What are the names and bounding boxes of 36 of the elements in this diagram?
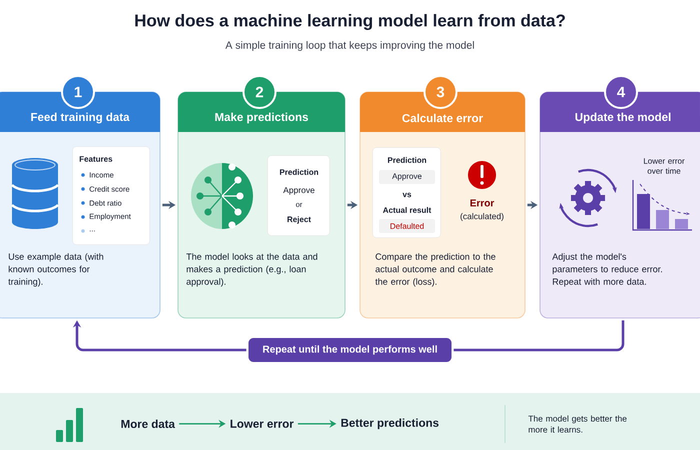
step-title: Calculate error [402, 114, 483, 122]
step-title: Make predictions [215, 112, 308, 124]
band-note: The model gets better the more it learns. [528, 415, 627, 433]
title: How does a machine learning model learn from data? [135, 14, 565, 30]
prediction-text: Prediction [280, 169, 318, 175]
step-title: Feed training data [31, 112, 130, 124]
flow-step: More data [121, 420, 176, 428]
error-label: Error [470, 200, 494, 206]
result-cell: Approve [379, 170, 435, 184]
step-number: 1 [61, 75, 95, 109]
prediction-text: Reject [288, 216, 311, 224]
step-number: 2 [242, 75, 276, 109]
flow-step: Better predictions [341, 418, 439, 430]
feature-box [72, 146, 150, 245]
step-description: The model looks at the data and makes a prediction (e.g., loan approval). [186, 253, 318, 287]
step-card [540, 75, 700, 318]
result-cell: Defaulted [379, 219, 435, 233]
feature-heading: Features [80, 156, 112, 162]
subtitle: A simple training loop that keeps improving the model [225, 41, 474, 51]
step-number: 3 [424, 75, 458, 109]
step-number: 4 [604, 75, 638, 109]
chart-caption: Lower error over time [644, 158, 685, 174]
step-description: Compare the prediction to the actual outcome and calculate the error (loss). [375, 253, 496, 287]
step-title: Update the model [575, 112, 670, 124]
summary-band [0, 393, 700, 450]
step-description: Use example data (with known outcomes for training). [8, 253, 104, 287]
comparison-text: vs [402, 192, 412, 198]
step-description: Adjust the model's parameters to reduce error. Repeat with more data. [552, 253, 662, 287]
comparison-box [372, 147, 441, 238]
error-note: (calculated) [460, 213, 504, 221]
prediction-text: Approve [283, 187, 314, 195]
flow-step: Lower error [230, 420, 294, 428]
comparison-text: Actual result [382, 207, 432, 213]
comparison-text: Prediction [388, 157, 426, 163]
prediction-box [267, 155, 330, 236]
loop-label: Repeat until the model performs well [248, 338, 452, 362]
